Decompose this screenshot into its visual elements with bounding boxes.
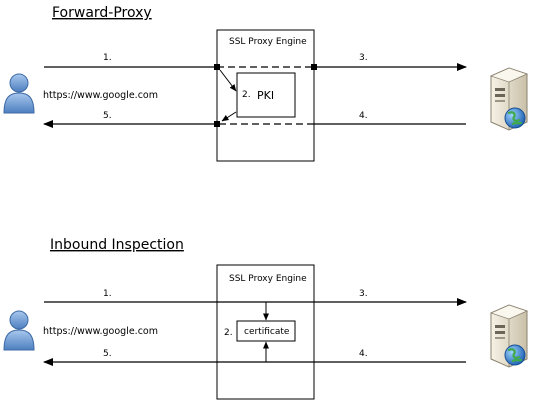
inbound-inspection-title: Inbound Inspection xyxy=(50,237,184,253)
inbound-user-icon xyxy=(3,310,35,351)
inbound-server-globe-icon xyxy=(489,303,529,369)
inbound-engine-label: SSL Proxy Engine xyxy=(229,274,307,284)
forward-pki-label: PKI xyxy=(257,89,274,102)
inbound-step-4-label: 4. xyxy=(359,349,368,359)
inbound-inspection-section: Inbound Inspection SSL Proxy Engine 2. c… xyxy=(3,237,529,400)
forward-step-2-label: 2. xyxy=(242,90,251,100)
forward-arrow-to-pki xyxy=(219,69,237,92)
forward-user-icon xyxy=(3,73,35,114)
forward-junction-top-left xyxy=(214,64,220,70)
inbound-url-label: https://www.google.com xyxy=(43,326,158,337)
forward-engine-label: SSL Proxy Engine xyxy=(229,37,307,47)
forward-junction-top-right xyxy=(311,64,317,70)
inbound-step-3-label: 3. xyxy=(359,289,368,299)
forward-step-4-label: 4. xyxy=(359,111,368,121)
forward-url-label: https://www.google.com xyxy=(43,90,158,101)
inbound-step-5-label: 5. xyxy=(103,349,112,359)
inbound-step-1-label: 1. xyxy=(103,289,112,299)
forward-arrow-from-pki xyxy=(221,111,237,122)
forward-proxy-section: Forward-Proxy SSL Proxy Engine 2. PKI 1.… xyxy=(3,5,529,162)
inbound-certificate-box xyxy=(236,320,296,342)
forward-server-globe-icon xyxy=(489,66,529,132)
forward-step-1-label: 1. xyxy=(103,53,112,63)
inbound-certificate-label: certificate xyxy=(244,327,290,337)
forward-step-3-label: 3. xyxy=(359,53,368,63)
forward-junction-bottom-left xyxy=(214,121,220,127)
forward-pki-box xyxy=(236,72,296,118)
forward-proxy-title: Forward-Proxy xyxy=(52,5,152,21)
forward-step-5-label: 5. xyxy=(103,111,112,121)
inbound-step-2-label: 2. xyxy=(224,328,233,338)
